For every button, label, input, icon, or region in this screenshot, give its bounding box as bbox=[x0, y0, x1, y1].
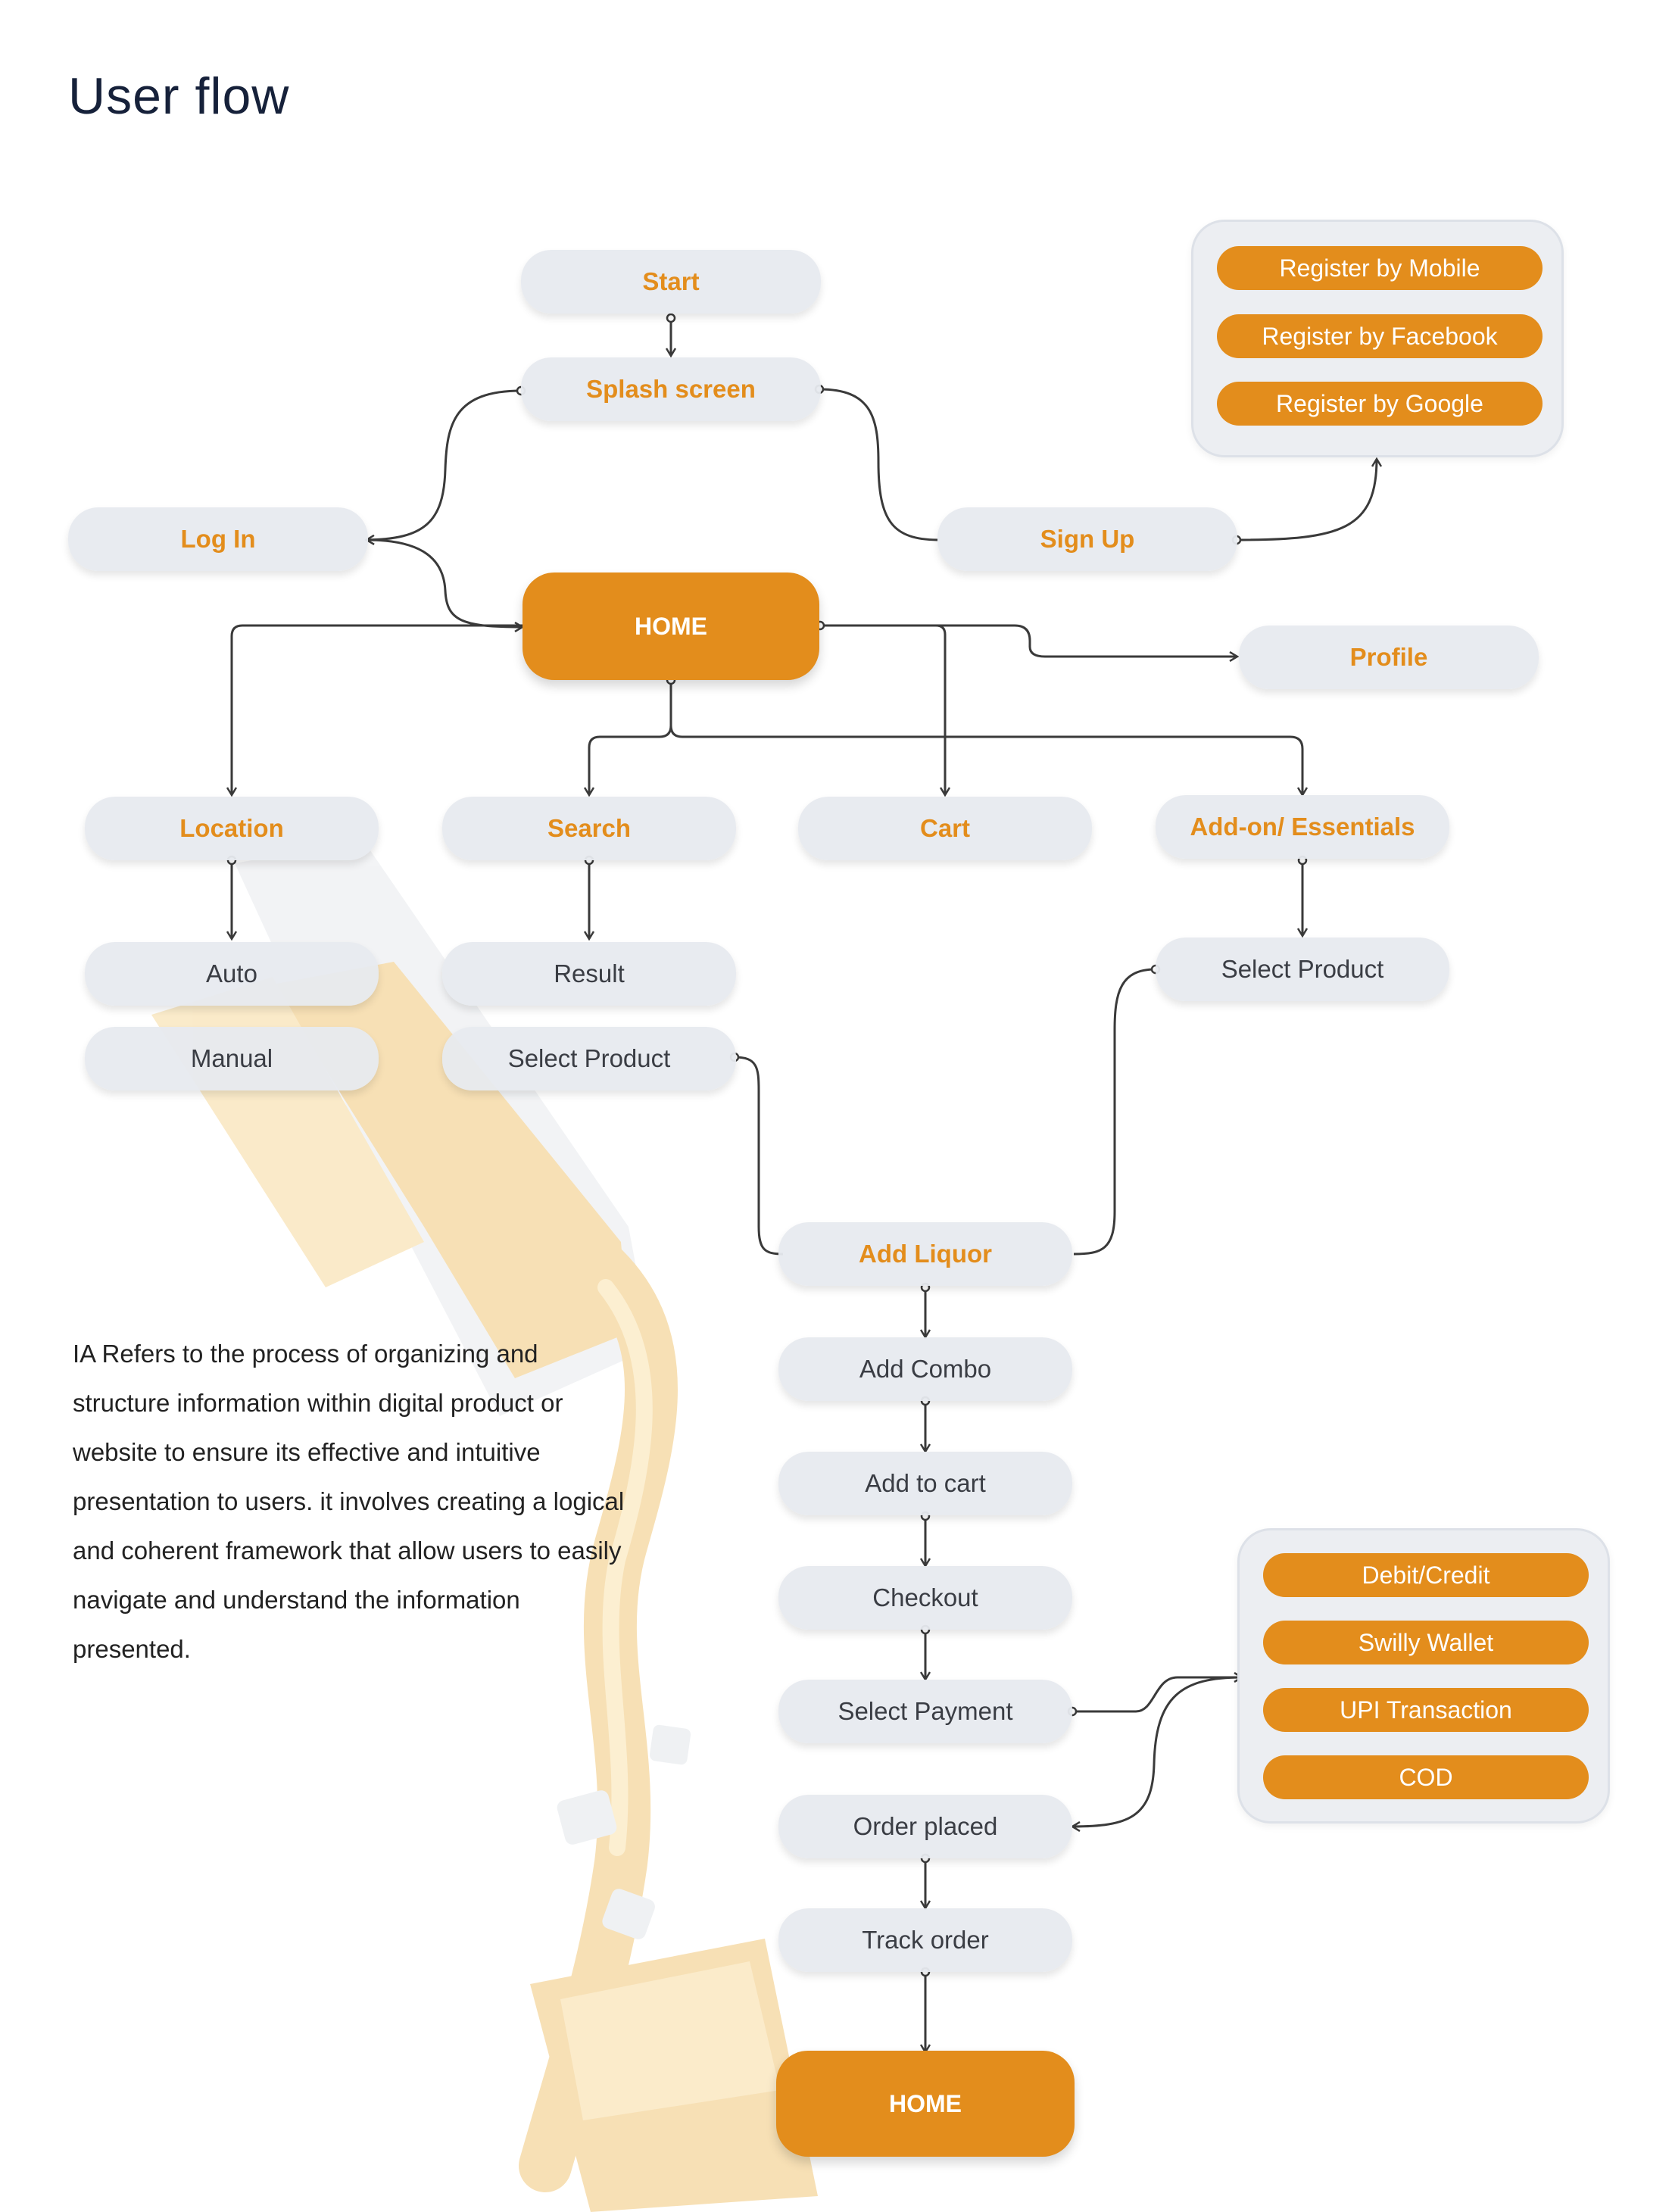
node-add-to-cart: Add to cart bbox=[778, 1452, 1072, 1515]
node-track-order: Track order bbox=[778, 1908, 1072, 1972]
node-location: Location bbox=[85, 797, 379, 860]
payment-options-group: Debit/Credit Swilly Wallet UPI Transacti… bbox=[1237, 1528, 1610, 1824]
payment-option: UPI Transaction bbox=[1263, 1688, 1589, 1732]
node-add-combo: Add Combo bbox=[778, 1337, 1072, 1401]
page-title: User flow bbox=[68, 67, 290, 125]
register-option: Register by Google bbox=[1217, 382, 1543, 426]
payment-option: COD bbox=[1263, 1755, 1589, 1799]
node-manual: Manual bbox=[85, 1027, 379, 1090]
register-options-group: Register by Mobile Register by Facebook … bbox=[1191, 220, 1564, 457]
node-select-product-search: Select Product bbox=[442, 1027, 736, 1090]
node-order-placed: Order placed bbox=[778, 1795, 1072, 1858]
node-result: Result bbox=[442, 942, 736, 1006]
node-checkout: Checkout bbox=[778, 1566, 1072, 1630]
node-select-product-addon: Select Product bbox=[1156, 938, 1449, 1001]
payment-option: Debit/Credit bbox=[1263, 1553, 1589, 1597]
node-add-on-essentials: Add-on/ Essentials bbox=[1156, 795, 1449, 859]
node-profile: Profile bbox=[1239, 626, 1539, 689]
node-search: Search bbox=[442, 797, 736, 860]
node-sign-up: Sign Up bbox=[937, 507, 1237, 571]
payment-option: Swilly Wallet bbox=[1263, 1621, 1589, 1664]
register-option: Register by Mobile bbox=[1217, 246, 1543, 290]
node-start: Start bbox=[521, 250, 821, 314]
node-home: HOME bbox=[522, 572, 819, 680]
ia-description: IA Refers to the process of organizing a… bbox=[73, 1340, 625, 1663]
node-splash-screen: Splash screen bbox=[521, 357, 821, 421]
register-option: Register by Facebook bbox=[1217, 314, 1543, 358]
node-log-in: Log In bbox=[68, 507, 368, 571]
node-select-payment: Select Payment bbox=[778, 1680, 1072, 1743]
node-home-end: HOME bbox=[776, 2051, 1075, 2157]
node-cart: Cart bbox=[798, 797, 1092, 860]
node-add-liquor: Add Liquor bbox=[778, 1222, 1072, 1286]
node-auto: Auto bbox=[85, 942, 379, 1006]
